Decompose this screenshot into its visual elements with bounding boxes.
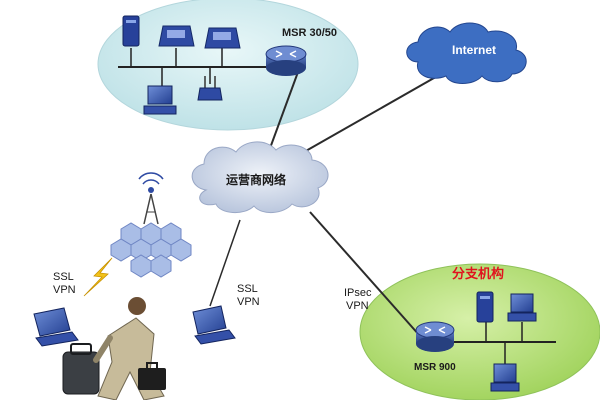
carrier-cloud [191,141,329,213]
ipsec-vpn-line2: VPN [346,300,369,312]
link-carrier-internet [289,69,449,161]
wireless-link-icon [83,257,113,297]
branch-server-icon [476,291,494,323]
link-carrier-laptop [209,219,241,307]
branch-title: 分支机构 [452,266,504,281]
link-carrier-branch [309,211,421,337]
cell-tower-icon [138,172,164,225]
branch-router-label: MSR 900 [414,362,456,373]
ssl-vpn-left-line2: VPN [53,284,76,296]
hq-ip-phone-icon [204,27,241,49]
carrier-label: 运营商网络 [226,172,286,187]
ipsec-vpn-line1: IPsec [344,287,372,299]
hq-server-icon [122,15,140,47]
ssl-vpn-mid-line2: VPN [237,296,260,308]
hq-desktop-icon [143,85,177,115]
ssl-vpn-left-line1: SSL [53,271,74,283]
branch-desktop-icon [490,363,520,392]
remote-laptop-icon [33,307,79,347]
branch-desktop-icon [507,293,537,322]
hq-wireless-ap-icon [197,76,223,101]
mobile-laptop-icon [192,305,236,345]
cellular-coverage-icon [110,222,192,278]
ssl-vpn-mid-line1: SSL [237,283,258,295]
internet-label: Internet [452,43,496,57]
branch-router-icon [415,321,455,352]
mobile-user-icon [62,297,166,400]
hq-router-icon [265,45,307,76]
internet-cloud [406,22,527,84]
hq-ip-phone-icon [158,25,195,47]
hq-router-label: MSR 30/50 [282,27,337,39]
branch-region [359,263,600,400]
